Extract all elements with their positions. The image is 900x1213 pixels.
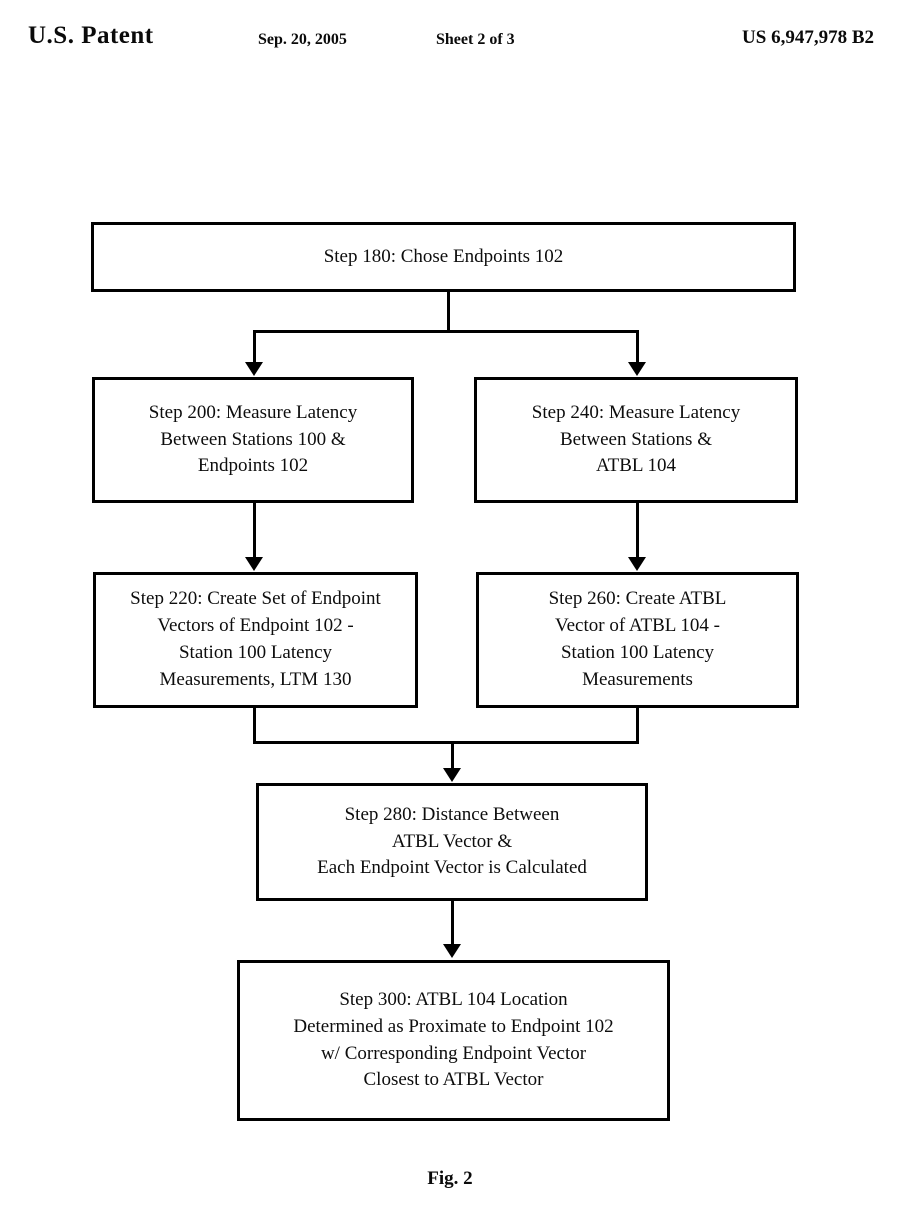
flow-node-step-240: Step 240: Measure Latency Between Statio… <box>474 377 798 503</box>
connector-merge-to-step280 <box>451 741 454 770</box>
connector-step180-to-step240 <box>636 330 639 364</box>
flow-node-label: Step 280: Distance Between ATBL Vector &… <box>317 803 587 879</box>
connector-step180-stem <box>447 292 450 333</box>
sheet-indicator: Sheet 2 of 3 <box>436 31 515 48</box>
flow-node-label: Step 180: Chose Endpoints 102 <box>323 245 564 267</box>
arrowhead-into-step220 <box>245 557 263 571</box>
flow-node-label: Step 300: ATBL 104 Location Determined a… <box>293 988 614 1091</box>
connector-step240-to-step260 <box>636 503 639 558</box>
arrowhead-into-step280 <box>443 768 461 782</box>
flow-node-step-260: Step 260: Create ATBL Vector of ATBL 104… <box>476 572 799 708</box>
arrowhead-into-step300 <box>443 944 461 958</box>
connector-step180-split-bar <box>253 330 639 333</box>
connector-merge-bar <box>253 741 639 744</box>
flow-node-step-180: Step 180: Chose Endpoints 102 <box>91 222 796 292</box>
connector-step180-to-step200 <box>253 330 256 364</box>
flow-node-label: Step 260: Create ATBL Vector of ATBL 104… <box>548 588 727 690</box>
flow-node-label: Step 200: Measure Latency Between Statio… <box>148 401 358 477</box>
arrowhead-into-step260 <box>628 557 646 571</box>
connector-step260-down <box>636 708 639 744</box>
flow-node-step-300: Step 300: ATBL 104 Location Determined a… <box>237 960 670 1121</box>
arrowhead-into-step200 <box>245 362 263 376</box>
patent-header: U.S. Patent Sep. 20, 2005 Sheet 2 of 3 U… <box>0 22 900 56</box>
connector-step220-down <box>253 708 256 744</box>
patent-office-title: U.S. Patent <box>28 22 154 49</box>
patent-number: US 6,947,978 B2 <box>742 27 874 48</box>
patent-issue-date: Sep. 20, 2005 <box>258 31 347 48</box>
connector-step280-to-step300 <box>451 901 454 946</box>
connector-step200-to-step220 <box>253 503 256 558</box>
figure-caption: Fig. 2 <box>427 1168 473 1189</box>
flow-node-label: Step 240: Measure Latency Between Statio… <box>531 401 741 477</box>
flow-node-step-220: Step 220: Create Set of Endpoint Vectors… <box>93 572 418 708</box>
flow-node-step-280: Step 280: Distance Between ATBL Vector &… <box>256 783 648 901</box>
flow-node-step-200: Step 200: Measure Latency Between Statio… <box>92 377 414 503</box>
arrowhead-into-step240 <box>628 362 646 376</box>
flow-node-label: Step 220: Create Set of Endpoint Vectors… <box>130 588 381 690</box>
